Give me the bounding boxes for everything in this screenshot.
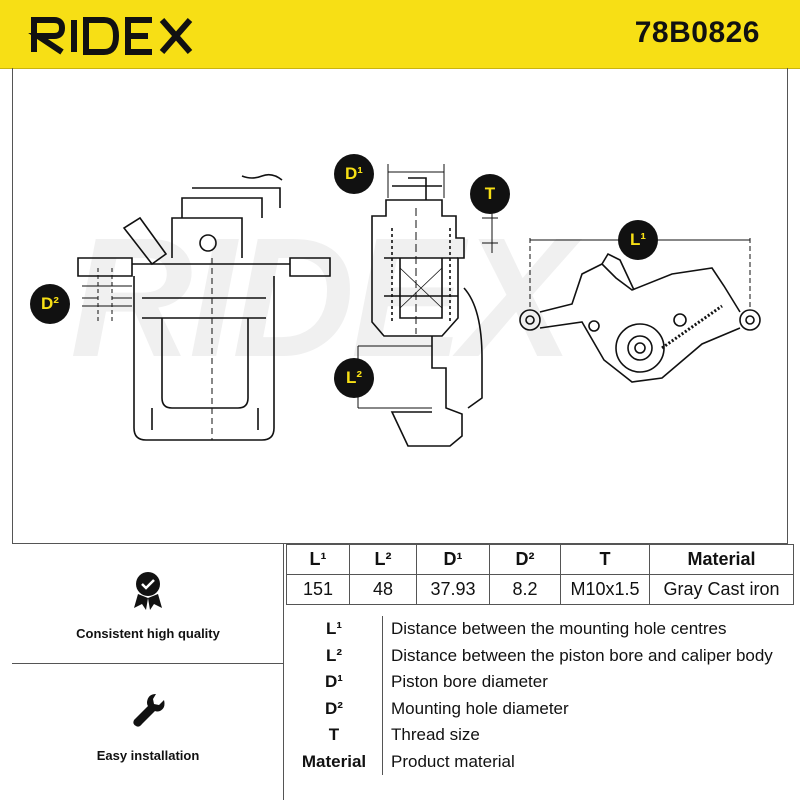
legend-desc: Piston bore diameter xyxy=(391,672,548,692)
wrench-icon xyxy=(133,694,165,727)
caliper-side-view xyxy=(519,252,761,383)
l2-badge: L² xyxy=(334,358,374,398)
legend-row: L² Distance between the piston bore and … xyxy=(286,642,794,669)
d2-badge: D² xyxy=(30,284,70,324)
legend-key: D² xyxy=(286,695,383,722)
legend-key: Material xyxy=(286,748,383,775)
legend-key: L² xyxy=(286,642,383,669)
caliper-front-view xyxy=(77,173,331,441)
spec-header: Material xyxy=(649,544,794,575)
drawing-frame xyxy=(12,68,788,544)
legend-key: D¹ xyxy=(286,669,383,696)
spec-header: L² xyxy=(349,544,417,575)
legend-row: L¹ Distance between the mounting hole ce… xyxy=(286,616,794,643)
spec-table: L¹ L² D¹ D² T Material 151 48 37.93 8.2 … xyxy=(286,544,794,605)
d2-dimension xyxy=(82,268,132,323)
spec-value: 8.2 xyxy=(489,574,561,605)
feature-label-installation: Easy installation xyxy=(96,748,200,763)
header-bar: 78B0826 xyxy=(0,0,800,69)
part-number: 78B0826 xyxy=(634,16,760,49)
spec-header: T xyxy=(560,544,650,575)
legend-row: T Thread size xyxy=(286,722,794,749)
legend-desc: Distance between the mounting hole centr… xyxy=(391,619,727,639)
d1-t-l2-dimensions xyxy=(357,164,498,409)
legend-desc: Thread size xyxy=(391,725,480,745)
feature-quality: Consistent high quality xyxy=(12,544,284,664)
spec-header: D¹ xyxy=(416,544,490,575)
t-badge: T xyxy=(470,174,510,214)
spec-value: 151 xyxy=(286,574,350,605)
d1-badge: D¹ xyxy=(334,154,374,194)
legend-desc: Distance between the piston bore and cal… xyxy=(391,645,773,665)
spec-header: L¹ xyxy=(286,544,350,575)
legend-desc: Product material xyxy=(391,751,515,771)
spec-value: 37.93 xyxy=(416,574,490,605)
spec-header-row: L¹ L² D¹ D² T Material xyxy=(286,544,794,575)
l1-badge: L¹ xyxy=(618,220,658,260)
feature-installation: Easy installation xyxy=(12,664,284,800)
spec-value: M10x1.5 xyxy=(560,574,650,605)
spec-value: 48 xyxy=(349,574,417,605)
legend-row: D¹ Piston bore diameter xyxy=(286,669,794,696)
legend-table: L¹ Distance between the mounting hole ce… xyxy=(286,616,794,775)
legend-row: Material Product material xyxy=(286,748,794,775)
spec-header: D² xyxy=(489,544,561,575)
legend-row: D² Mounting hole diameter xyxy=(286,695,794,722)
spec-value: Gray Cast iron xyxy=(649,574,794,605)
bottom-section: Consistent high quality Easy installatio… xyxy=(12,544,794,800)
feature-label-quality: Consistent high quality xyxy=(76,626,220,641)
legend-key: T xyxy=(286,722,383,749)
shield-check-icon xyxy=(134,572,162,610)
caliper-technical-drawing xyxy=(77,164,761,447)
legend-key: L¹ xyxy=(286,616,383,643)
ridex-logo xyxy=(28,17,193,55)
spec-value-row: 151 48 37.93 8.2 M10x1.5 Gray Cast iron xyxy=(286,574,794,605)
legend-desc: Mounting hole diameter xyxy=(391,698,569,718)
caliper-section-view xyxy=(371,177,483,447)
